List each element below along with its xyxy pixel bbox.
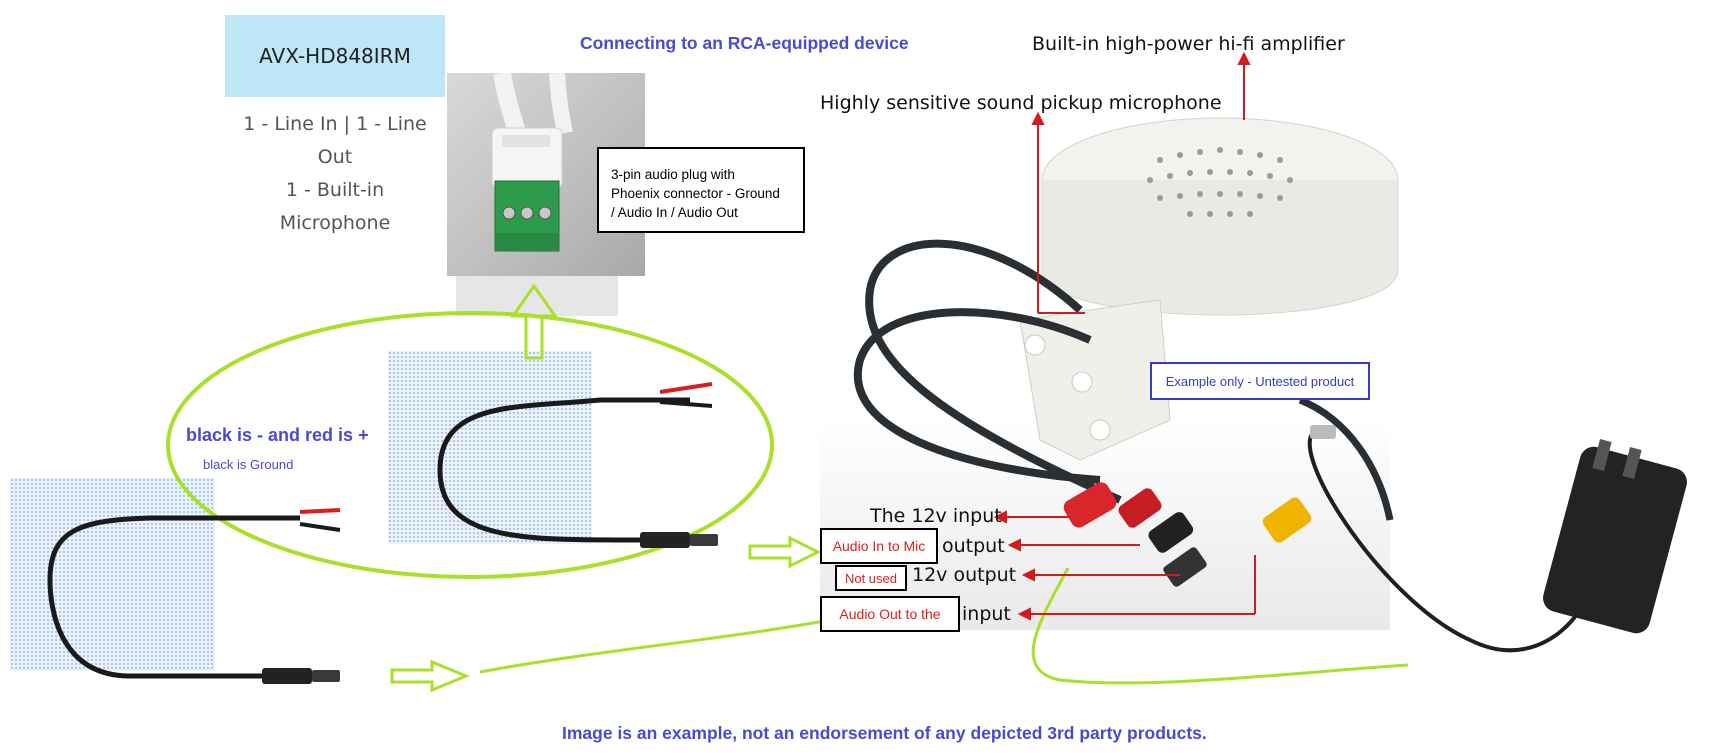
wire-polarity-note: black is - and red is + xyxy=(186,425,369,445)
model-features: 1 - Line In | 1 - Line Out 1 - Built-in … xyxy=(225,108,445,240)
upper-wire-black xyxy=(659,400,713,408)
power-line xyxy=(1031,567,1409,685)
upper-plug xyxy=(640,532,690,548)
dc-barrel xyxy=(1310,425,1336,439)
mount-plate xyxy=(1019,299,1171,461)
rca-red-output xyxy=(1118,488,1162,528)
rca-yellow-input xyxy=(1262,497,1312,543)
callout-line-1: 3-pin audio plug with xyxy=(611,167,735,182)
rca-red-12v xyxy=(1063,482,1117,528)
speaker-grill xyxy=(1147,147,1293,217)
model-name: AVX-HD848IRM xyxy=(259,44,411,68)
phoenix-connector-illustration xyxy=(491,73,573,252)
speaker-cable-1 xyxy=(853,308,1101,484)
audio-in-label: Audio In to Mic xyxy=(820,528,938,564)
up-arrow xyxy=(510,283,558,360)
callout-line-2: Phoenix connector - Ground xyxy=(611,186,780,201)
model-name-box: AVX-HD848IRM xyxy=(225,15,445,97)
output-label: output xyxy=(942,535,1005,557)
speaker-cable-2 xyxy=(865,239,1122,504)
upper-wire-red xyxy=(659,382,713,394)
phoenix-connector-photo xyxy=(447,73,645,276)
lower-wire-red xyxy=(299,508,341,514)
feature-line-1: 1 - Line In | 1 - Line xyxy=(243,113,427,135)
ground-note: black is Ground xyxy=(203,457,294,472)
upper-cable-photo xyxy=(388,351,592,544)
mic-label: Highly sensitive sound pickup microphone xyxy=(820,92,1222,114)
label-arrows xyxy=(993,51,1256,621)
upper-cable-black xyxy=(437,397,712,543)
right-arrow-upper xyxy=(748,535,822,569)
photo-strip xyxy=(456,276,618,316)
phoenix-callout: 3-pin audio plug with Phoenix connector … xyxy=(597,147,805,233)
grouping-ellipse xyxy=(166,311,774,579)
disclaimer: Image is an example, not an endorsement … xyxy=(562,723,1207,743)
not-used-label: Not used xyxy=(835,565,907,591)
callout-line-3: / Audio In / Audio Out xyxy=(611,205,738,220)
lower-cable-photo xyxy=(10,478,215,671)
feature-line-2: Out xyxy=(317,146,353,168)
audio-out-label: Audio Out to the xyxy=(820,596,960,632)
feature-line-4: Microphone xyxy=(279,212,391,234)
output-12v-label: 12v output xyxy=(912,564,1017,586)
lower-plug xyxy=(262,668,312,684)
rca-black-12v-out xyxy=(1148,512,1194,553)
amp-label: Built-in high-power hi-fi amplifier xyxy=(1032,33,1345,55)
speaker-side xyxy=(1041,180,1399,316)
feature-line-3: 1 - Built-in xyxy=(285,179,385,201)
adapter-cable xyxy=(1307,428,1582,653)
power-adapter xyxy=(1543,446,1687,634)
input-12v-label: The 12v input xyxy=(870,505,1002,527)
input-label: input xyxy=(962,603,1011,625)
example-only-label: Example only - Untested product xyxy=(1150,362,1370,400)
connecting-heading: Connecting to an RCA-equipped device xyxy=(580,33,909,53)
audio-out-line xyxy=(479,618,831,674)
right-arrow-lower xyxy=(390,659,470,693)
lower-wire-black xyxy=(299,522,341,532)
lower-cable-black xyxy=(47,515,300,679)
